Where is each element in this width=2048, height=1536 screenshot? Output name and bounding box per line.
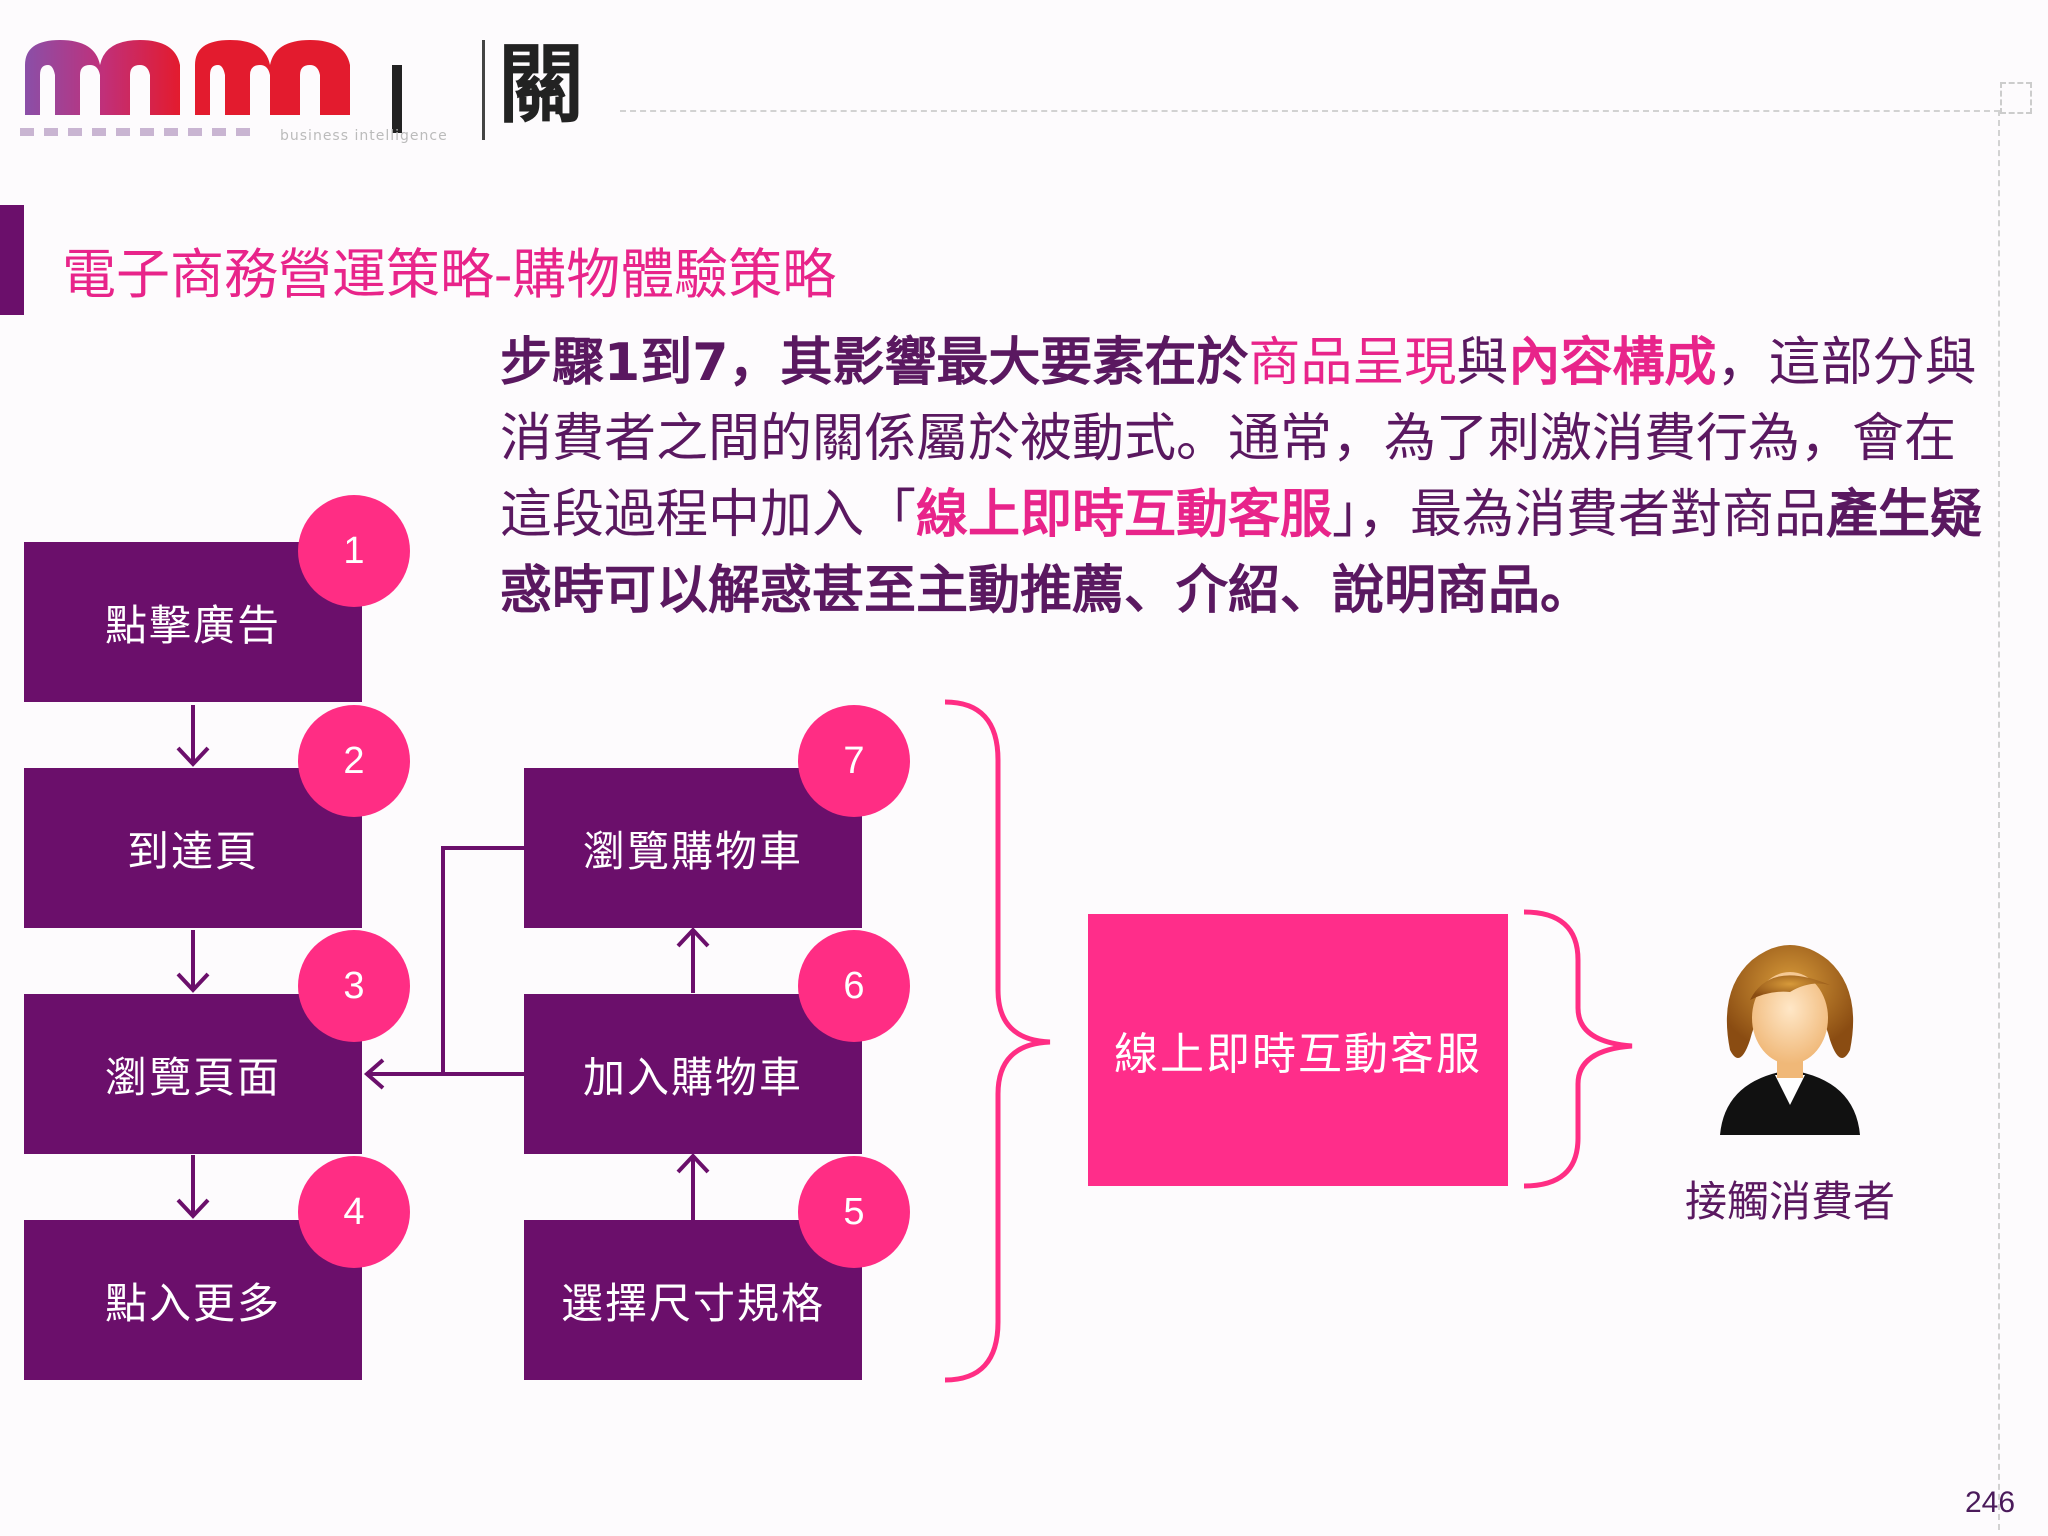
- step-label-3: 瀏覽頁面: [104, 1052, 281, 1102]
- step-box-4: 點入更多: [24, 1220, 362, 1380]
- step-box-6: 加入購物車: [524, 994, 862, 1154]
- step-box-7: 瀏覽購物車: [524, 768, 862, 928]
- para-highlight-service: 線上即時互動客服: [916, 485, 1333, 545]
- logo-divider: [392, 65, 402, 133]
- para-bold-steps: 步驟: [500, 333, 605, 393]
- description-paragraph: 步驟1到7，其影響最大要素在於商品呈現與內容構成，這部分與消費者之間的關係屬於被…: [500, 325, 1990, 629]
- arrowhead-3-4: [176, 1198, 210, 1219]
- step-box-3: 瀏覽頁面: [24, 994, 362, 1154]
- para-step-range: 1到7，其影響最大要素在於: [604, 333, 1249, 393]
- person-icon: [1720, 945, 1860, 1135]
- step-box-5: 選擇尺寸規格: [524, 1220, 862, 1380]
- title-accent-bar: [0, 205, 24, 315]
- step-badge-1: 1: [298, 495, 410, 607]
- slide-title: 電子商務營運策略-購物體驗策略: [62, 243, 837, 306]
- arrowhead-5-6: [676, 1153, 710, 1174]
- brand-tagline: business intelligence: [280, 128, 448, 144]
- logo-underline: [20, 128, 260, 136]
- para-body-2: 」，最為消費者對商品: [1332, 485, 1827, 545]
- para-highlight-content: 內容構成: [1508, 333, 1717, 393]
- step-badge-6: 6: [798, 930, 910, 1042]
- logo-divider-thin: [482, 40, 485, 140]
- step-badge-5: 5: [798, 1156, 910, 1268]
- step-badge-7: 7: [798, 705, 910, 817]
- para-highlight-product: 商品呈現: [1248, 333, 1457, 393]
- logo: 關 business intelligence: [20, 20, 620, 144]
- arrowhead-1-2: [176, 746, 210, 767]
- para-body: ，這部分與消費者之間的關係屬於被動式。通常，為了刺激消費行為，會在這段過程中加入…: [500, 333, 1977, 545]
- step-label-1: 點擊廣告: [104, 600, 281, 650]
- step-badge-3: 3: [298, 930, 410, 1042]
- step-badge-2: 2: [298, 705, 410, 817]
- frame-right-line: [1998, 110, 2000, 1530]
- step-badge-4: 4: [298, 1156, 410, 1268]
- step-box-2: 到達頁: [24, 768, 362, 928]
- online-service-box: 線上即時互動客服: [1088, 914, 1508, 1186]
- page-number: 246: [1965, 1486, 2016, 1519]
- frame-top-line: [620, 110, 2000, 112]
- brand-cjk: 關: [498, 34, 584, 135]
- step-label-5: 選擇尺寸規格: [560, 1278, 825, 1328]
- step-label-6: 加入購物車: [582, 1052, 803, 1102]
- frame-corner: [2000, 82, 2032, 114]
- logo-mark-icon: [25, 40, 350, 115]
- online-service-label: 線上即時互動客服: [1114, 1029, 1482, 1080]
- step-label-7: 瀏覽購物車: [582, 826, 803, 876]
- arrowhead-2-3: [176, 972, 210, 993]
- step-label-4: 點入更多: [104, 1278, 281, 1328]
- line-7-back: [441, 846, 524, 1074]
- para-bold-ending: 產生疑惑時可以解惑甚至主動推薦、介紹、說明商品。: [500, 485, 1983, 621]
- arrowhead-6-3: [363, 1058, 385, 1090]
- service-brace: [1523, 909, 1633, 1189]
- para-and: 與: [1456, 333, 1509, 393]
- arrowhead-6-7: [676, 927, 710, 948]
- group-brace: [944, 699, 1051, 1383]
- consumer-label: 接觸消費者: [1684, 1177, 1895, 1226]
- step-label-2: 到達頁: [126, 826, 259, 876]
